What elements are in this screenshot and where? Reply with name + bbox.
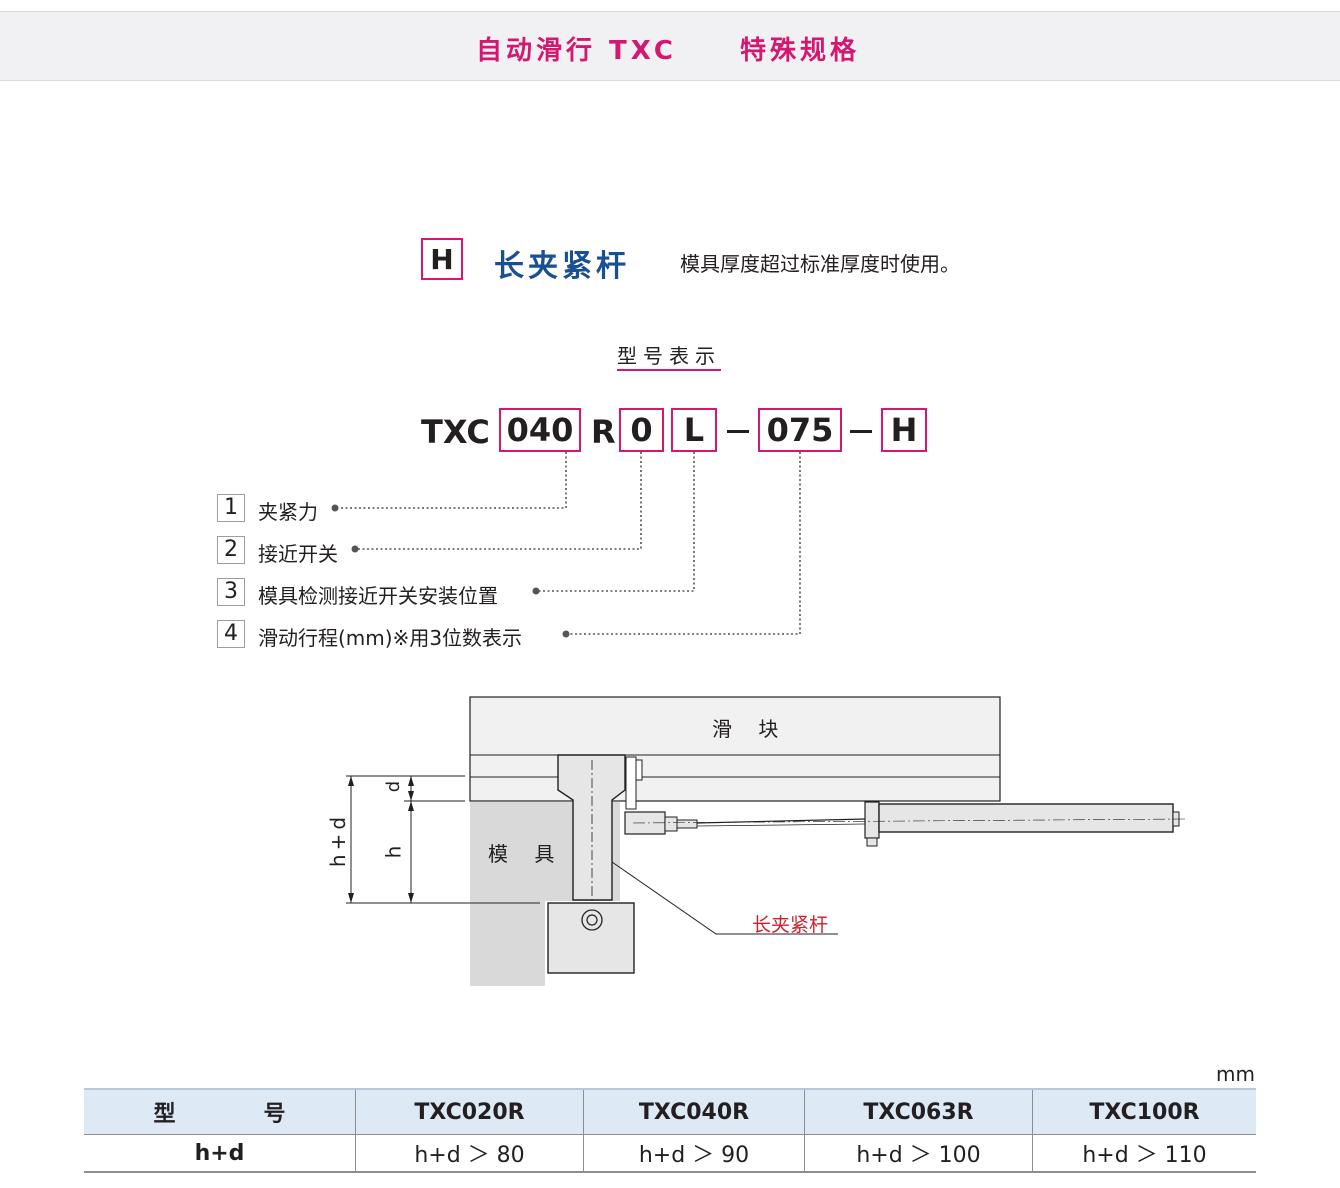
page-header: 自动滑行 TXC 特殊规格 bbox=[0, 11, 1340, 81]
model-notation-label: 型号表示 bbox=[617, 344, 721, 368]
model-part-stroke: 075 bbox=[758, 408, 842, 452]
section-code-box: H bbox=[421, 238, 463, 280]
long-clamp-lever bbox=[557, 754, 626, 901]
model-part-r: R bbox=[591, 413, 616, 451]
section-title: 长夹紧杆 bbox=[494, 249, 630, 284]
legend-number: 1 bbox=[217, 494, 245, 522]
model-dash bbox=[850, 430, 872, 433]
mold-block bbox=[470, 801, 545, 986]
model-part-position: L bbox=[671, 408, 717, 452]
slider-label: 滑 块 bbox=[712, 717, 789, 741]
mold-label: 模 具 bbox=[488, 842, 565, 866]
model-part-h: H bbox=[881, 408, 927, 452]
table-cell: h+d bbox=[84, 1134, 356, 1173]
table-header-cell: TXC100R bbox=[1032, 1088, 1256, 1135]
long-clamp-label: 长夹紧杆 bbox=[752, 914, 829, 936]
dimension-h-plus-d: h+d bbox=[326, 812, 350, 868]
header-title: 自动滑行 TXC bbox=[476, 36, 677, 66]
table-unit: mm bbox=[1216, 1062, 1255, 1086]
legend-label-switch: 接近开关 bbox=[258, 542, 338, 566]
spec-table: 型 号 TXC020R TXC040R TXC063R TXC100R h+d … bbox=[84, 1088, 1256, 1173]
legend-label-stroke: 滑动行程(mm)※用3位数表示 bbox=[258, 626, 523, 650]
legend-number: 4 bbox=[217, 620, 245, 648]
legend-label-force: 夹紧力 bbox=[258, 500, 318, 524]
legend-label-position: 模具检测接近开关安装位置 bbox=[258, 584, 498, 608]
legend-number: 2 bbox=[217, 536, 245, 564]
table-header-cell: TXC063R bbox=[804, 1088, 1033, 1135]
model-part-force: 040 bbox=[499, 408, 581, 452]
table-cell: h+d ＞ 90 bbox=[583, 1134, 805, 1173]
header-subtitle: 特殊规格 bbox=[740, 36, 861, 66]
model-dash bbox=[727, 430, 749, 433]
dimension-d: d bbox=[383, 780, 405, 793]
table-header-row: 型 号 TXC020R TXC040R TXC063R TXC100R bbox=[84, 1088, 1256, 1135]
dimension-h: h bbox=[381, 845, 406, 859]
model-part-switch: 0 bbox=[619, 408, 664, 452]
clamp-base bbox=[547, 902, 635, 974]
table-cell: h+d ＞ 80 bbox=[355, 1134, 584, 1173]
model-label-underline bbox=[617, 369, 721, 371]
table-cell: h+d ＞ 100 bbox=[804, 1134, 1033, 1173]
table-row: h+d h+d ＞ 80 h+d ＞ 90 h+d ＞ 100 h+d ＞ 11… bbox=[84, 1134, 1256, 1173]
table-header-cell: TXC020R bbox=[355, 1088, 584, 1135]
legend-number: 3 bbox=[217, 578, 245, 606]
table-header-cell: TXC040R bbox=[583, 1088, 805, 1135]
table-cell: h+d ＞ 110 bbox=[1032, 1134, 1256, 1173]
section-description: 模具厚度超过标准厚度时使用。 bbox=[680, 252, 960, 276]
model-prefix: TXC bbox=[421, 413, 490, 451]
table-header-cell: 型 号 bbox=[84, 1088, 356, 1135]
